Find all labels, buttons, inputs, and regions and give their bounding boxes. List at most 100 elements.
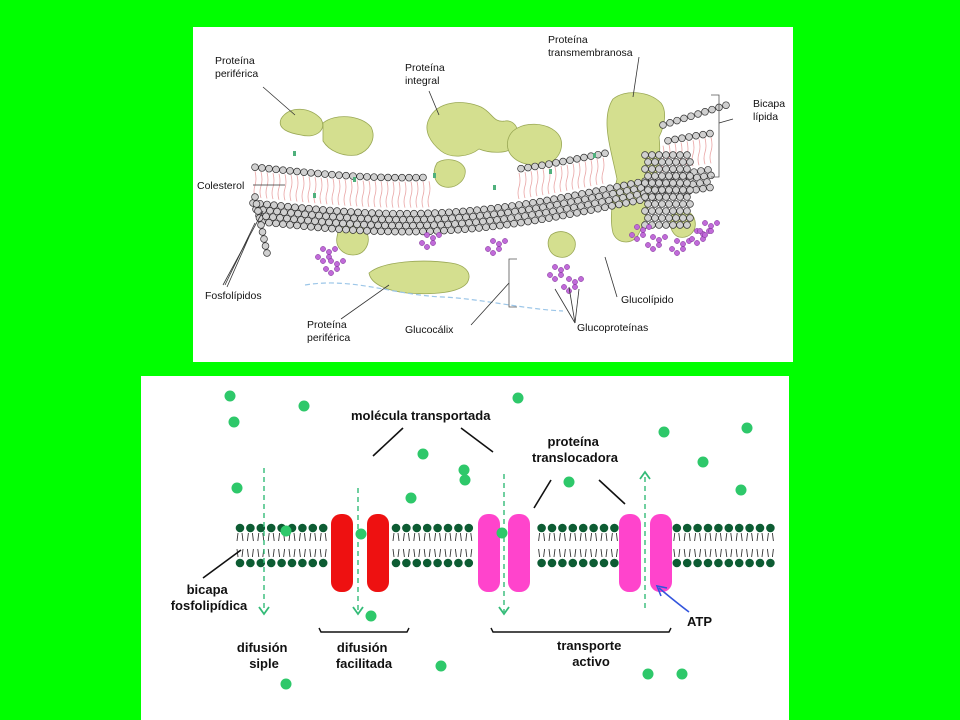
phospholipid-head — [277, 558, 286, 568]
phospholipid-head — [651, 186, 659, 194]
phospholipid-head — [679, 158, 687, 166]
phospholipid-head — [258, 228, 267, 236]
phospholipid-head — [461, 225, 469, 233]
phospholipid-head — [489, 222, 497, 231]
lipid-tail — [257, 548, 265, 558]
lipid-tail — [538, 548, 546, 558]
phospholipid-head — [272, 165, 280, 174]
phospholipid-head — [714, 523, 723, 533]
phospholipid-head — [714, 558, 723, 568]
lipid-tail — [709, 137, 713, 164]
phospholipid-head — [573, 155, 581, 163]
phospholipid-head — [610, 523, 619, 533]
phospholipid-head — [693, 523, 702, 533]
arrow-heads — [258, 470, 651, 616]
phospholipid-head — [422, 523, 432, 533]
phospholipid-head — [272, 219, 280, 228]
phospholipid-head — [683, 151, 691, 159]
lipid-tail — [259, 171, 263, 198]
sugar-residue — [572, 279, 578, 285]
phospholipid-head — [655, 151, 663, 159]
phospholipid-head — [685, 133, 693, 141]
active-channel-1-left — [478, 514, 500, 592]
lipid-tail — [361, 180, 365, 207]
phospholipid-head — [545, 214, 553, 222]
phospholipid-head — [558, 558, 567, 568]
phospholipid-head — [279, 220, 287, 228]
sugar-residue — [634, 236, 640, 242]
sugar-residue — [430, 235, 436, 241]
phospholipid-head — [578, 523, 588, 533]
phospholipid-head — [651, 158, 659, 166]
phospholipid-head — [568, 523, 578, 533]
phospholipid-head — [307, 223, 315, 231]
phospholipid-head — [263, 249, 271, 257]
lipid-tail — [673, 548, 681, 558]
lipid-tail — [704, 532, 712, 542]
cholesterol-molecule — [293, 151, 296, 156]
phospholipid-head — [665, 158, 673, 166]
phospholipid-head — [699, 130, 707, 139]
sugar-residue — [326, 249, 332, 255]
phospholipid-head — [371, 215, 379, 223]
active-channel-2-right — [650, 514, 672, 592]
phospholipid-head — [651, 200, 659, 208]
lipid-tail — [600, 548, 608, 558]
phospholipid-head — [658, 186, 666, 194]
sugar-residue — [552, 264, 558, 270]
label-facilitated-diffusion: difusión facilitada — [336, 640, 393, 671]
glycocalyx-bracket — [508, 258, 517, 308]
lipid-tail — [559, 165, 563, 193]
phospholipid-head — [680, 114, 688, 123]
phospholipid-head — [370, 173, 378, 181]
lipid-tail — [601, 157, 605, 184]
phospholipid-head — [375, 209, 383, 218]
sugar-residue — [634, 224, 640, 230]
phospholipid-head — [412, 523, 422, 533]
phospholipid-head — [587, 206, 595, 214]
phospholipid-head — [568, 558, 578, 568]
phospholipid-head — [651, 172, 659, 180]
lipid-tail — [735, 548, 743, 558]
phospholipid-head — [578, 558, 588, 568]
lipid-tail — [444, 532, 452, 542]
phospholipid-head — [659, 121, 667, 129]
phospholipid-head — [335, 171, 343, 179]
phospholipid-head — [552, 213, 560, 221]
phospholipid-head — [672, 558, 682, 568]
phospholipid-head — [708, 105, 716, 114]
lipid-tail — [373, 181, 377, 208]
lipid-tail — [565, 164, 569, 191]
label-integral-protein: Proteína integral — [405, 62, 448, 87]
lipid-tail — [735, 532, 743, 542]
lipid-tail — [385, 181, 389, 208]
phospholipid-head — [531, 216, 539, 225]
lipid-tail — [415, 181, 419, 208]
phospholipid-head — [648, 207, 656, 215]
molecule — [658, 426, 670, 438]
phospholipid-head — [601, 203, 609, 212]
phospholipid-head — [755, 558, 765, 568]
active-channel-2-left — [619, 514, 641, 592]
lipid-tail — [548, 548, 556, 558]
lipid-tail — [319, 177, 323, 204]
label-translocator-protein: proteína translocadora — [532, 434, 619, 465]
phospholipid-head — [266, 523, 276, 533]
lipid-tail — [465, 532, 473, 542]
sugar-residue — [674, 250, 680, 256]
sugar-residue — [332, 246, 338, 252]
molecule — [435, 660, 447, 672]
phospholipid-head — [662, 179, 670, 187]
phospholipid-head — [298, 523, 307, 533]
sugar-residue — [315, 254, 321, 260]
lipid-tail — [558, 532, 566, 542]
label-cholesterol: Colesterol — [197, 180, 244, 192]
phospholipid-head — [360, 220, 368, 229]
transport-diagram: molécula transportada proteína transloca… — [171, 390, 775, 690]
molecule — [512, 392, 524, 404]
phospholipid-head — [734, 523, 744, 533]
phospholipid-head — [672, 158, 680, 166]
molecule — [735, 484, 747, 496]
phospholipid-head — [246, 558, 255, 568]
label-transmembrane-protein: Proteína transmembranosa — [548, 34, 633, 59]
